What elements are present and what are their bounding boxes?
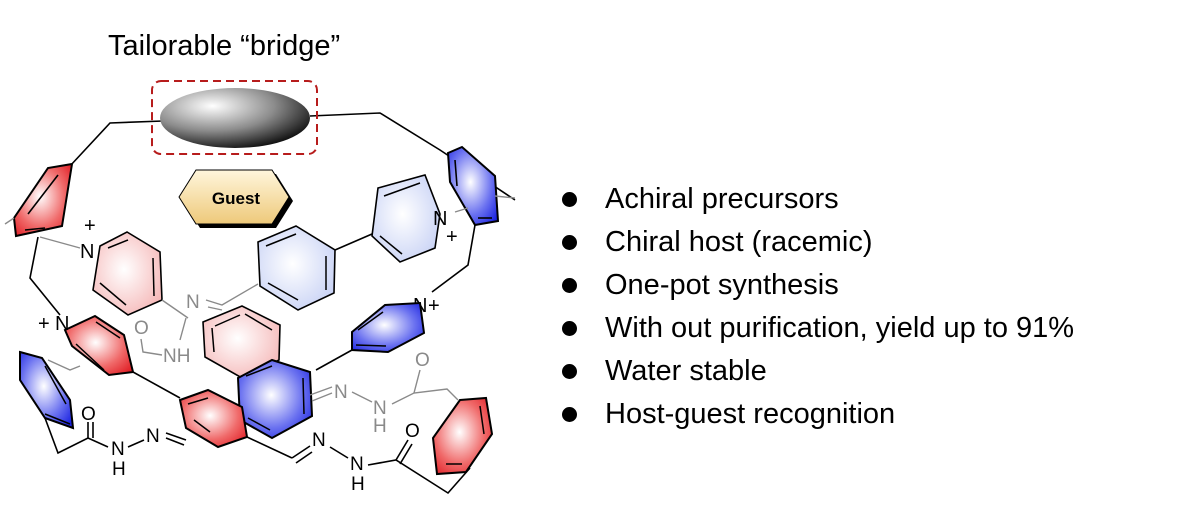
- host-structure-scheme: Guest N + N O NH N +: [4, 80, 516, 495]
- bullet-icon: [562, 235, 577, 250]
- feature-text: Host-guest recognition: [605, 398, 896, 430]
- charge-plus-2: +: [446, 226, 458, 248]
- bullet-icon: [562, 278, 577, 293]
- bullet-icon: [562, 192, 577, 207]
- atom-hydrazone-n-gray-2: N: [373, 398, 387, 419]
- feature-text: Achiral precursors: [605, 183, 839, 215]
- benzene-ring-blue-lower-left: [19, 350, 75, 430]
- feature-item: One-pot synthesis: [562, 264, 1074, 307]
- bullet-icon: [562, 321, 577, 336]
- feature-text: Chiral host (racemic): [605, 226, 873, 258]
- feature-item: With out purification, yield up to 91%: [562, 307, 1074, 350]
- atom-n-plus-2: N: [433, 208, 447, 230]
- charge-plus-1: +: [84, 215, 96, 237]
- feature-list: Achiral precursors Chiral host (racemic)…: [562, 178, 1074, 436]
- bridge-ellipsoid: [160, 88, 310, 148]
- benzene-ring-red-lower-left: [63, 314, 135, 377]
- feature-item: Water stable: [562, 350, 1074, 393]
- bridge-highlight-box: [151, 80, 318, 155]
- atom-right-o: O: [405, 421, 420, 442]
- atom-imine-n: N: [186, 292, 200, 313]
- feature-item: Host-guest recognition: [562, 393, 1074, 436]
- charge-plus-3: +: [428, 295, 440, 317]
- feature-item: Achiral precursors: [562, 178, 1074, 221]
- guest-hexagon: Guest: [178, 169, 293, 228]
- atom-left-o: O: [81, 404, 96, 425]
- feature-item: Chiral host (racemic): [562, 221, 1074, 264]
- atom-left-n1: N: [111, 439, 125, 460]
- benzene-ring-blue-upper-right: [446, 145, 500, 227]
- atom-n-plus-1: N: [80, 241, 94, 263]
- atom-right-n1: N: [312, 430, 326, 451]
- pyridinium-ring-light-red: [92, 231, 163, 316]
- atom-amide-nh-left: NH: [163, 346, 190, 367]
- phenyl-ring-light-red-middle: [202, 305, 281, 379]
- pyridinium-ring-light-blue: [371, 174, 441, 263]
- atom-hydrazone-n-gray-1: N: [334, 382, 348, 403]
- atom-n-plus-4: N: [55, 313, 69, 335]
- benzene-ring-red-lower-right: [431, 396, 494, 476]
- bullet-icon: [562, 364, 577, 379]
- atom-right-h: H: [351, 474, 365, 495]
- guest-label: Guest: [212, 189, 261, 208]
- feature-text: One-pot synthesis: [605, 269, 839, 301]
- atom-right-n2: N: [350, 454, 364, 475]
- bridge-title: Tailorable “bridge”: [108, 30, 341, 62]
- atom-amide-o-right-gray: O: [415, 350, 430, 371]
- atom-left-h: H: [112, 459, 126, 480]
- atom-hydrazone-h-gray: H: [373, 416, 387, 437]
- benzene-ring-red-bottom: [178, 388, 249, 449]
- feature-text: Water stable: [605, 355, 767, 387]
- atom-left-n2: N: [146, 426, 160, 447]
- atom-amide-o-left: O: [134, 318, 149, 339]
- phenyl-ring-light-blue: [257, 225, 336, 311]
- feature-text: With out purification, yield up to 91%: [605, 312, 1075, 344]
- benzene-ring-red-upper-left: [12, 162, 74, 238]
- benzene-ring-blue-center: [236, 358, 314, 440]
- pyridinium-ring-blue: [351, 301, 426, 354]
- bullet-icon: [562, 407, 577, 422]
- charge-plus-4: +: [38, 313, 50, 335]
